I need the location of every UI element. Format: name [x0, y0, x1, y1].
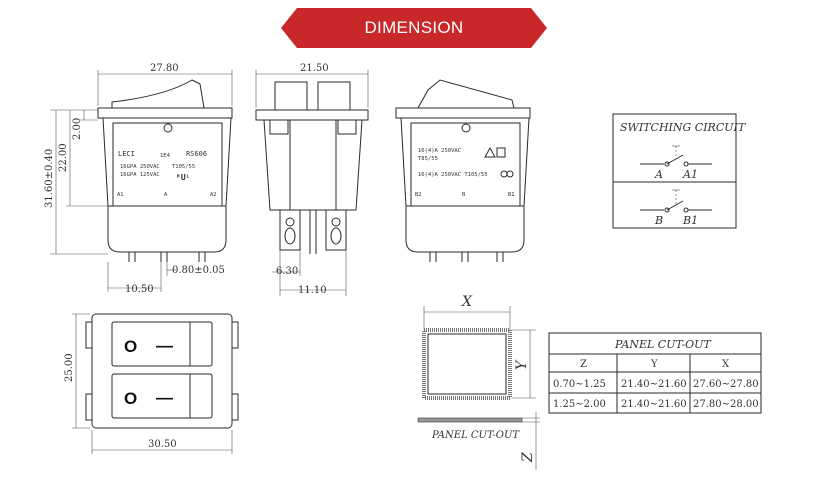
- cutout-x-label: X: [461, 294, 473, 310]
- front-height-total-dim: 31.60±0.40: [44, 149, 55, 208]
- circuit2-right-label: B1: [682, 214, 698, 227]
- front-view: LECI 1E4 RS606 16GPA 250VAC T105/55 16GP…: [44, 63, 233, 295]
- cutout-caption: PANEL CUT-OUT: [431, 430, 520, 441]
- front-label-rating1: 16GPA 250VAC: [120, 164, 160, 170]
- front-label-rating2: 16GPA 125VAC: [120, 172, 160, 178]
- top-width-dim: 30.50: [148, 439, 177, 450]
- side-terminal-span-dim: 11.10: [298, 285, 327, 296]
- switching-circuit-title: SWITCHING CIRCUIT: [620, 121, 747, 134]
- front-label-temp: T105/55: [172, 164, 195, 170]
- front-label-model: RS606: [186, 150, 207, 158]
- circuit1-right-label: A1: [682, 168, 698, 181]
- front-width-dim: 27.80: [150, 63, 179, 74]
- table-header-y: Y: [650, 359, 658, 370]
- front-terminal-span-dim: 10.50: [125, 284, 154, 295]
- table-title: PANEL CUT-OUT: [614, 338, 712, 351]
- side-terminal-width-dim: 6.30: [276, 266, 298, 277]
- on-symbol-top: —: [156, 336, 173, 355]
- table-cell: 21.40~21.60: [621, 399, 687, 410]
- table-cell: 0.70~1.25: [553, 379, 606, 390]
- on-symbol-bottom: —: [156, 388, 173, 407]
- table-header-x: X: [722, 359, 730, 370]
- panel-cutout-table: PANEL CUT-OUT Z Y X 0.70~1.25 21.40~21.6…: [548, 332, 762, 414]
- table-cell: 27.60~27.80: [693, 379, 759, 390]
- table-cell: 27.80~28.00: [693, 399, 759, 410]
- back-term-right: B1: [508, 192, 515, 198]
- panel-cutout-diagram: X Y PANEL CUT-OUT Z: [417, 294, 540, 470]
- front-term-mid: A: [164, 192, 168, 198]
- side-width-dim: 21.50: [300, 63, 329, 74]
- switching-circuit: SWITCHING CIRCUIT A A1 B B1: [612, 113, 747, 229]
- back-term-left: B2: [415, 192, 422, 198]
- top-height-dim: 25.00: [64, 353, 75, 382]
- table-cell: 21.40~21.60: [621, 379, 687, 390]
- back-term-mid: B: [462, 192, 466, 198]
- front-terminal-thickness-dim: 0.80±0.05: [172, 265, 225, 276]
- side-view: 21.50 6.30 11.10: [255, 63, 369, 296]
- banner-shape: [281, 8, 547, 48]
- top-view: O — O — 25.00 30.50: [64, 313, 239, 454]
- back-label-code: T85/55: [418, 156, 438, 162]
- circuit2-left-label: B: [654, 214, 663, 227]
- ul-mark-icon: ᴿUᴸ: [176, 173, 190, 182]
- cutout-y-label: Y: [514, 359, 530, 370]
- ce-mark-icon: [496, 147, 506, 158]
- table-cell: 1.25~2.00: [553, 399, 606, 410]
- cutout-z-label: Z: [520, 452, 536, 463]
- circuit1-left-label: A: [654, 168, 663, 181]
- front-label-brand: LECI: [118, 150, 135, 158]
- warning-triangle-icon: [484, 146, 496, 158]
- front-height-body-dim: 22.00: [58, 143, 69, 172]
- back-label-rating1: 16(4)A 250VAC: [418, 148, 461, 154]
- banner-title: DIMENSION: [364, 18, 464, 37]
- off-symbol-bottom: O: [124, 389, 137, 408]
- front-label-current: 1E4: [160, 153, 171, 159]
- dimension-banner: DIMENSION: [281, 8, 547, 48]
- off-symbol-top: O: [124, 337, 137, 356]
- back-label-rating2: 16(4)A 250VAC T105/55: [418, 172, 488, 178]
- back-view: 16(4)A 250VAC T85/55 16(4)A 250VAC T105/…: [395, 79, 531, 262]
- front-term-right: A2: [210, 192, 217, 198]
- front-term-left: A1: [117, 192, 124, 198]
- table-header-z: Z: [580, 359, 587, 370]
- front-height-top-dim: 2.00: [72, 118, 83, 140]
